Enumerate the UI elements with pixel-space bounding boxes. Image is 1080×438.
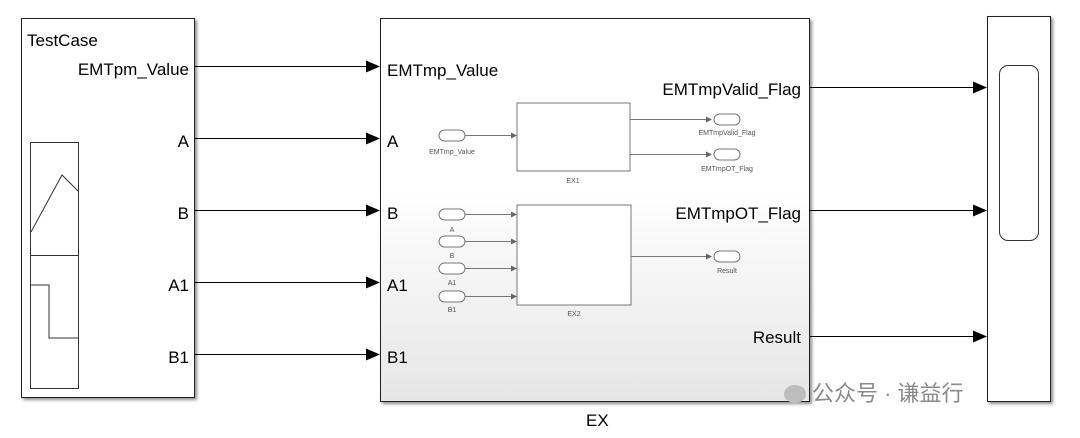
watermark: 公众号 · 谦益行 (784, 383, 964, 405)
signal-preview-icon (30, 142, 79, 389)
scope-block[interactable] (987, 16, 1051, 402)
ex-input-label-a: A (387, 132, 399, 151)
testcase-output-label-b1: B1 (168, 348, 189, 367)
ex1-outport-valid-label: EMTmpValid_Flag (698, 130, 756, 137)
ex-input-label-a1: A1 (387, 276, 408, 295)
testcase-output-label-emtpm-value: EMTpm_Value (77, 60, 189, 79)
ex-input-label-emtmp-value: EMTmp_Value (387, 61, 499, 80)
ex-output-label-emtmpvalid-flag: EMTmpValid_Flag (662, 80, 801, 99)
watermark-text: 公众号 · 谦益行 (812, 381, 964, 406)
ex-subsystem-block[interactable]: EMTmp_Value A B A1 B1 EMTmpValid_Flag EM… (380, 18, 810, 402)
ex2-inport-b-label: B (449, 253, 455, 260)
testcase-block[interactable]: TestCase EMTpm_Value A B A1 B1 (21, 18, 195, 398)
ex-block-name: EX (586, 411, 609, 430)
testcase-output-label-b: B (177, 204, 189, 223)
ex1-outport-valid-oval (713, 113, 741, 126)
wechat-icon (784, 385, 806, 403)
ex-output-label-result: Result (752, 328, 801, 347)
ex1-inport-label: EMTmp_Value (429, 149, 475, 156)
ex-output-label-emtmpot-flag: EMTmpOT_Flag (675, 204, 801, 223)
ex-input-label-b1: B1 (387, 348, 408, 367)
scope-screen-icon (999, 65, 1039, 241)
ex1-outport-ot-oval (713, 148, 741, 161)
ex1-name-label: EX1 (566, 178, 580, 185)
ex2-subsystem-box (516, 204, 632, 306)
ex2-outport-result-label: Result (717, 268, 737, 275)
testcase-title: TestCase (27, 31, 98, 50)
ex2-outport-result-oval (713, 250, 741, 263)
ex2-inport-a-label: A (449, 227, 455, 234)
testcase-output-label-a1: A1 (168, 276, 189, 295)
ex2-inport-a1-label: A1 (447, 280, 457, 287)
ex1-subsystem-box (516, 102, 631, 172)
ex-input-label-b: B (387, 204, 399, 223)
ex1-outport-ot-label: EMTmpOT_Flag (701, 166, 753, 173)
ex2-inport-b1-label: B1 (447, 307, 457, 314)
ex2-name-label: EX2 (567, 311, 581, 318)
testcase-output-label-a: A (177, 132, 189, 151)
ex-inner-preview (438, 102, 741, 306)
